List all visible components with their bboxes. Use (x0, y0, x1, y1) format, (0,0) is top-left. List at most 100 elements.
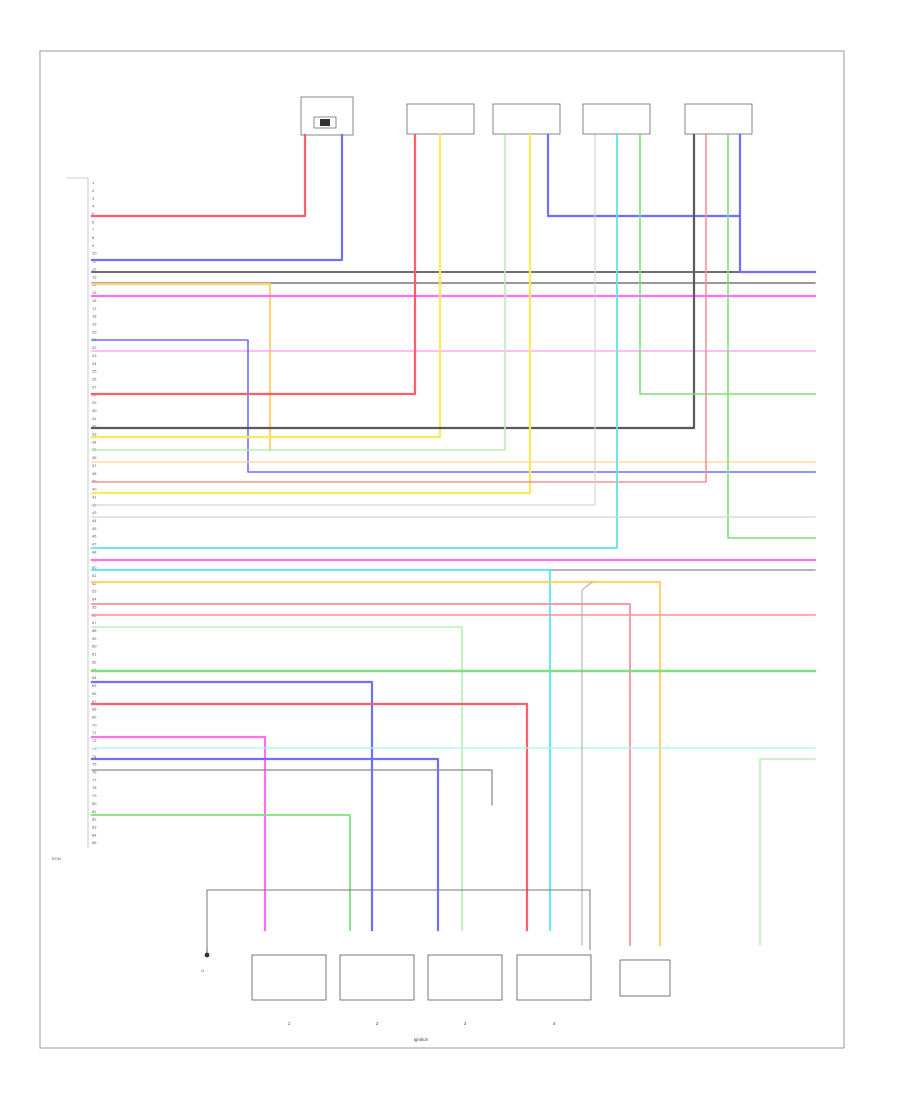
ecm-label: ECM (52, 856, 61, 861)
wire-green-comp3 (91, 134, 506, 451)
lower-right-component (619, 959, 671, 997)
ecm-pin-number: 18 (92, 314, 97, 319)
ecm-pin-number: 71 (92, 730, 97, 735)
ecm-connector: 1234567891011121314151617181920212223242… (92, 180, 97, 845)
ecm-pin-number: 6 (92, 219, 95, 224)
ecm-pin-number: 50 (92, 565, 97, 570)
ecm-pin-number: 17 (92, 306, 97, 311)
ecm-pin-number: 20 (92, 329, 97, 334)
ecm-pin-number: 15 (92, 290, 97, 295)
ecm-pin-number: 13 (92, 274, 97, 279)
ecm-pin-number: 74 (92, 754, 97, 759)
wire-green-comp5 (727, 134, 816, 539)
top-component-1 (300, 96, 354, 136)
top-component-5 (684, 103, 753, 135)
ground-symbol (204, 948, 210, 958)
ecm-pin-number: 24 (92, 361, 97, 366)
ecm-pin-number: 41 (92, 494, 97, 499)
coil-group-label: Ignition (414, 1037, 429, 1042)
ecm-pin-number: 34 (92, 439, 97, 444)
wire-blue-coil3 (90, 757, 440, 932)
ecm-pin-number: 67 (92, 699, 97, 704)
ecm-pin-number: 29 (92, 400, 97, 405)
wire-black-splice (91, 769, 493, 806)
ecm-pin-number: 32 (92, 424, 97, 429)
ecm-pin-number: 9 (92, 243, 95, 248)
ecm-pin-number: 70 (92, 722, 97, 727)
ecm-pin-number: 53 (92, 589, 97, 594)
ecm-pin-number: 62 (92, 660, 97, 665)
ecm-pin-number: 60 (92, 644, 97, 649)
wire-blue-right-2 (738, 214, 817, 274)
wire-pink-coil1 (90, 735, 267, 932)
ecm-pin-number: 59 (92, 636, 97, 641)
top-component-4 (582, 103, 651, 135)
ecm-pin-number: 31 (92, 416, 97, 421)
ecm-pin-number: 16 (92, 298, 97, 303)
wire-blue-coil2 (90, 680, 374, 932)
ecm-pin-number: 65 (92, 683, 97, 688)
ecm-pin-number: 61 (92, 652, 97, 657)
ecm-pin-number: 22 (92, 345, 97, 350)
ecm-pin-number: 40 (92, 487, 97, 492)
ecm-pin-number: 48 (92, 549, 97, 554)
ecm-pin-number: 2 (92, 188, 95, 193)
ecm-pin-number: 69 (92, 715, 97, 720)
ignition-coil-4 (516, 954, 592, 1001)
ecm-pin-number: 66 (92, 691, 97, 696)
ecm-pin-number: 72 (92, 738, 97, 743)
wire-red-long (91, 603, 631, 946)
coil-common-bus (206, 889, 591, 950)
ecm-pin-number: 58 (92, 628, 97, 633)
coil-label-4: 4 (553, 1021, 556, 1026)
coil-label-1: 1 (288, 1021, 291, 1026)
wire-red-comp1 (90, 133, 307, 218)
wire-orange-2 (90, 580, 662, 947)
ecm-pin-number: 77 (92, 777, 97, 782)
ecm-pin-number: 19 (92, 322, 97, 327)
ecm-pin-number: 23 (92, 353, 97, 358)
ecm-pin-number: 78 (92, 785, 97, 790)
ecm-pin-number: 82 (92, 817, 97, 822)
ecm-pin-number: 36 (92, 455, 97, 460)
ecm-pin-number: 55 (92, 604, 97, 609)
ecm-pin-number: 37 (92, 463, 97, 468)
wire-green-coil3 (91, 626, 463, 931)
wire-yellow-comp2 (90, 133, 442, 439)
ecm-pin-number: 5 (92, 211, 95, 216)
coil-label-2: 2 (376, 1021, 379, 1026)
ecm-pin-number: 7 (92, 227, 95, 232)
coil-label-3: 3 (464, 1021, 467, 1026)
ecm-pin-number: 3 (92, 196, 95, 201)
ecm-pin-number: 85 (92, 840, 97, 845)
ecm-pin-number: 12 (92, 267, 97, 272)
ecm-pin-number: 8 (92, 235, 95, 240)
wire-red-comp5 (91, 134, 707, 483)
wire-blue-right (546, 133, 742, 218)
ecm-pin-number: 10 (92, 251, 97, 256)
ecm-pin-number: 79 (92, 793, 97, 798)
wire-orange-1 (90, 282, 272, 452)
ecm-pin-number: 45 (92, 526, 97, 531)
ecm-pin-number: 30 (92, 408, 97, 413)
ecm-pin-number: 26 (92, 377, 97, 382)
ecm-pin-number: 80 (92, 801, 97, 806)
top-component-3 (492, 103, 561, 135)
ignition-coil-3 (427, 954, 503, 1001)
ecm-pin-number: 57 (92, 620, 97, 625)
wire-green-bottom-right (759, 758, 816, 946)
ecm-pin-number: 44 (92, 518, 97, 523)
ecm-pin-number: 25 (92, 369, 97, 374)
ecm-pin-number: 38 (92, 471, 97, 476)
ground-label: G (201, 968, 204, 973)
ecm-pin-number: 64 (92, 675, 97, 680)
wire-cyan-comp4 (91, 134, 618, 549)
wire-yellow-comp3 (90, 133, 532, 495)
ecm-pin-number: 33 (92, 432, 97, 437)
ecm-pin-number: 68 (92, 707, 97, 712)
wire-blue-middle (91, 339, 816, 473)
ecm-pin-number: 46 (92, 534, 97, 539)
wire-red-coil4 (90, 702, 529, 932)
ecm-pin-number: 47 (92, 542, 97, 547)
